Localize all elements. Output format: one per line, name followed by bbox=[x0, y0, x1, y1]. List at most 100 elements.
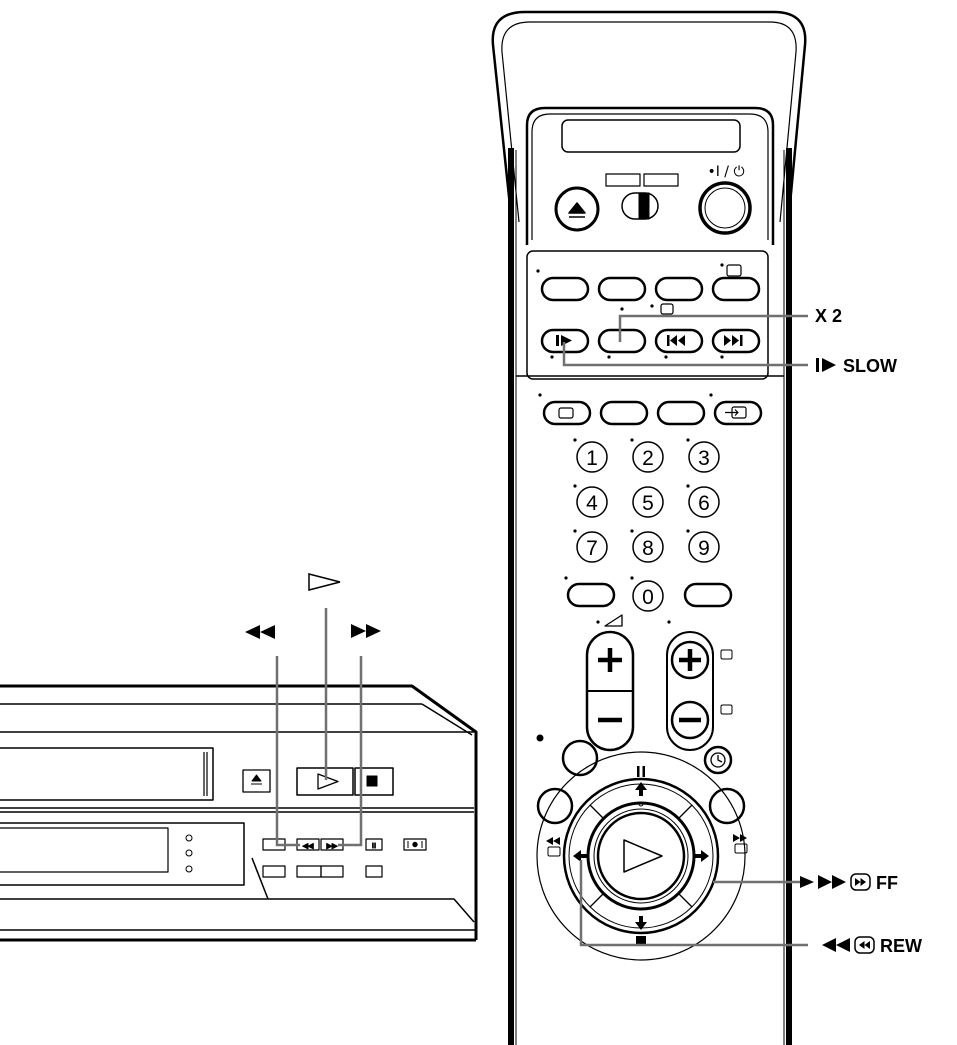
prev-button[interactable] bbox=[654, 328, 704, 354]
remote-eject-button[interactable] bbox=[554, 186, 600, 232]
vcr-display bbox=[0, 822, 245, 886]
number-key-9[interactable] bbox=[688, 531, 720, 563]
number-key-4[interactable] bbox=[576, 486, 608, 518]
remote-power-button[interactable] bbox=[698, 181, 752, 235]
next-button[interactable] bbox=[711, 328, 761, 354]
vcr-leader-lines bbox=[275, 608, 363, 847]
left-of-zero-button[interactable] bbox=[566, 582, 616, 608]
dpad-dividers bbox=[589, 804, 693, 908]
function-buttons-row-2 bbox=[540, 328, 761, 354]
number-label: 6 bbox=[698, 492, 710, 515]
plus-icon bbox=[598, 648, 622, 672]
number-key-7[interactable] bbox=[576, 531, 608, 563]
next-icon bbox=[724, 335, 743, 346]
slow-label: SLOW bbox=[843, 356, 897, 376]
record-button[interactable] bbox=[561, 739, 599, 777]
number-key-6[interactable] bbox=[688, 486, 720, 518]
x2-button[interactable] bbox=[597, 328, 647, 354]
cassette-slot bbox=[0, 747, 214, 801]
play-icon bbox=[308, 573, 341, 591]
clock-icon bbox=[710, 752, 726, 768]
vcr-labels bbox=[245, 573, 381, 847]
timer-button[interactable] bbox=[703, 745, 733, 775]
arrow-head bbox=[800, 876, 814, 888]
number-label: 0 bbox=[642, 586, 654, 609]
vcr-deck: ◀◀ ▶▶ II bbox=[0, 684, 478, 942]
info-icon bbox=[558, 407, 574, 419]
rewind-icon bbox=[546, 837, 560, 845]
stop-icon bbox=[636, 936, 646, 945]
remote-lid bbox=[491, 10, 807, 226]
x2-label: X 2 bbox=[815, 306, 842, 326]
number-label: 1 bbox=[586, 447, 598, 470]
right-arrow-icon bbox=[695, 850, 709, 862]
slow-icon bbox=[816, 358, 836, 372]
rew-label: REW bbox=[880, 936, 922, 956]
down-arrow-icon bbox=[635, 916, 647, 930]
indicator-dots bbox=[536, 263, 724, 624]
tv-icon bbox=[726, 264, 742, 277]
number-label: 7 bbox=[586, 537, 598, 560]
pause-icon bbox=[637, 766, 640, 777]
number-key-8[interactable] bbox=[632, 531, 664, 563]
number-key-labels: 1 2 3 4 5 6 7 8 9 0 bbox=[586, 447, 710, 609]
dpad-arrows bbox=[546, 766, 747, 945]
play-icon bbox=[623, 839, 663, 873]
input-buttons-row bbox=[542, 400, 763, 426]
left-side-button[interactable] bbox=[536, 787, 574, 825]
number-key-5[interactable] bbox=[632, 486, 664, 518]
remote-control: •I / ⏻ bbox=[491, 10, 807, 1045]
ff-label: FF bbox=[876, 873, 898, 893]
channel-rocker[interactable] bbox=[666, 631, 714, 751]
callout-leaders bbox=[562, 314, 808, 947]
right-side-button[interactable] bbox=[708, 787, 746, 825]
number-key-1[interactable] bbox=[576, 441, 608, 473]
volume-icon bbox=[604, 614, 623, 627]
remote-body bbox=[508, 148, 792, 1045]
number-label: 8 bbox=[642, 537, 654, 560]
fast-forward-icon bbox=[818, 875, 846, 889]
input-select-button[interactable] bbox=[713, 400, 763, 426]
eject-icon bbox=[568, 202, 586, 218]
play-icon bbox=[317, 773, 339, 790]
vcr-pause-button[interactable] bbox=[365, 838, 383, 851]
function-button-4[interactable] bbox=[711, 276, 761, 302]
number-key-2[interactable] bbox=[632, 441, 664, 473]
indicator-dot bbox=[536, 734, 544, 742]
function-buttons-row-1 bbox=[540, 276, 761, 302]
rewind-icon bbox=[245, 625, 275, 639]
rewind-icon bbox=[822, 938, 850, 952]
fast-forward-icon bbox=[351, 624, 381, 638]
row-button-2[interactable] bbox=[599, 400, 649, 426]
number-label: 5 bbox=[642, 492, 654, 515]
function-button-2[interactable] bbox=[597, 276, 647, 302]
left-arrow-icon bbox=[573, 850, 587, 862]
function-button-1[interactable] bbox=[540, 276, 590, 302]
center-play-button[interactable] bbox=[596, 811, 686, 901]
vcr-eject-button[interactable] bbox=[242, 769, 271, 793]
ff-button-icon bbox=[850, 873, 871, 891]
info-button[interactable] bbox=[542, 400, 592, 426]
number-label: 9 bbox=[698, 537, 710, 560]
number-key-0[interactable] bbox=[632, 580, 664, 612]
jog-dial-outer bbox=[536, 751, 746, 961]
power-label: •I / ⏻ bbox=[707, 164, 744, 180]
dpad-ring[interactable] bbox=[562, 777, 720, 935]
number-label: 4 bbox=[586, 492, 598, 515]
number-label: 3 bbox=[698, 447, 710, 470]
stop-icon bbox=[366, 775, 378, 787]
prev-icon bbox=[667, 335, 685, 346]
svg-text:◀◀: ◀◀ bbox=[303, 842, 314, 850]
vcr-stop-button[interactable] bbox=[354, 767, 394, 796]
plus-icon bbox=[679, 649, 701, 671]
function-button-3[interactable] bbox=[654, 276, 704, 302]
number-key-3[interactable] bbox=[688, 441, 720, 473]
vcr-record-button[interactable] bbox=[403, 838, 427, 851]
up-arrow-icon bbox=[635, 782, 647, 796]
svg-text:II: II bbox=[372, 842, 376, 850]
input-select-icon bbox=[725, 406, 747, 419]
right-of-zero-button[interactable] bbox=[683, 582, 733, 608]
rew-button-icon bbox=[854, 936, 875, 954]
row-button-3[interactable] bbox=[656, 400, 706, 426]
vcr-body-outline bbox=[0, 684, 478, 940]
